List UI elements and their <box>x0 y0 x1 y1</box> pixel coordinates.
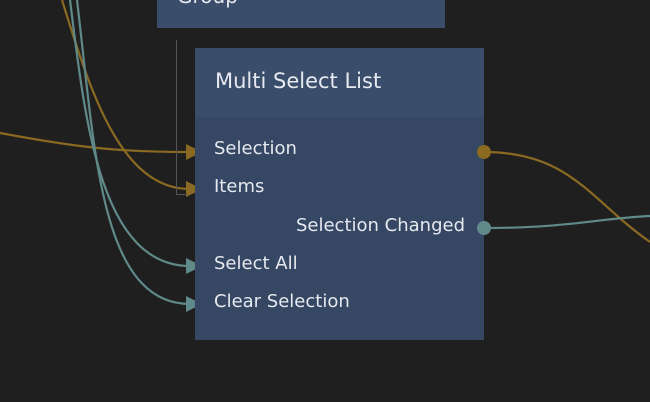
input-port-items[interactable]: Items <box>214 176 265 197</box>
wire-selection-in[interactable] <box>0 131 191 154</box>
wire-items-in[interactable] <box>60 0 191 191</box>
wire-selection-out[interactable] <box>483 150 650 243</box>
input-port-selection[interactable]: Selection <box>214 138 297 159</box>
arrow-items-icon <box>186 181 202 197</box>
group-node[interactable]: Group <box>157 0 445 28</box>
node-header[interactable]: Multi Select List <box>195 48 484 117</box>
node-title: Multi Select List <box>215 69 382 93</box>
output-port-selection-changed[interactable]: Selection Changed <box>295 215 465 236</box>
wire-selection-changed-out[interactable] <box>483 214 650 230</box>
group-node-title: Group <box>177 0 238 8</box>
arrow-select-all-icon <box>186 258 202 274</box>
arrow-selection-icon <box>186 144 202 160</box>
multi-select-list-node[interactable]: Multi Select List Selection Items Select… <box>195 48 484 340</box>
wire-select-all-in[interactable] <box>68 0 191 268</box>
input-port-select-all[interactable]: Select All <box>214 253 298 274</box>
input-port-clear-selection[interactable]: Clear Selection <box>214 291 350 312</box>
arrow-clear-selection-icon <box>186 296 202 312</box>
wire-clear-selection-in[interactable] <box>75 0 191 306</box>
group-bracket <box>176 40 187 195</box>
